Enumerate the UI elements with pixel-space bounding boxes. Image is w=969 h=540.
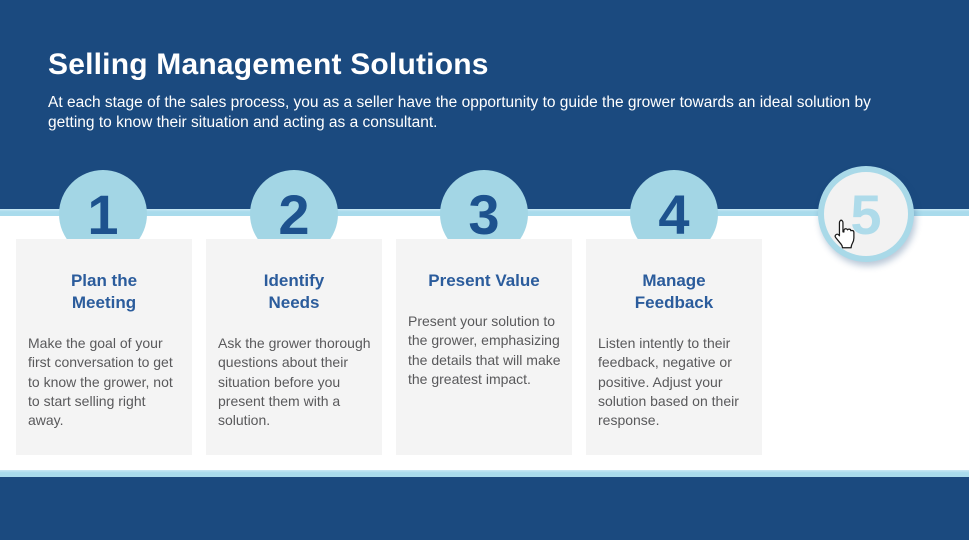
stage-2-description: Ask the grower thorough questions about …: [218, 335, 371, 429]
stage-3-number: 3: [468, 182, 500, 246]
footer-band: [0, 477, 969, 540]
stage-3-title: Present Value: [428, 271, 540, 290]
stage-2-card: Identify Needs Ask the grower thorough q…: [206, 239, 382, 455]
footer-accent-strip: [0, 470, 969, 477]
stage-4-title: Manage Feedback: [634, 271, 714, 312]
stage-3-description: Present your solution to the grower, emp…: [408, 313, 561, 387]
stage-5-circle[interactable]: 5: [818, 166, 914, 262]
stage-4-number: 4: [658, 182, 690, 246]
stage-2-number: 2: [278, 182, 310, 246]
page-subtitle: At each stage of the sales process, you …: [48, 94, 871, 131]
stage-3-card: Present Value Present your solution to t…: [396, 239, 572, 455]
stage-1-description: Make the goal of your first conversation…: [28, 335, 173, 429]
stage-4-card: Manage Feedback Listen intently to their…: [586, 239, 762, 455]
page-title: Selling Management Solutions: [48, 48, 489, 81]
stage-1-card: Plan the Meeting Make the goal of your f…: [16, 239, 192, 455]
stage-1-title: Plan the Meeting: [70, 271, 138, 312]
stage-5-number: 5: [850, 182, 882, 246]
stage-2-title: Identify Needs: [263, 271, 325, 312]
stage-4-description: Listen intently to their feedback, negat…: [598, 335, 739, 429]
stage-1-number: 1: [87, 182, 119, 246]
